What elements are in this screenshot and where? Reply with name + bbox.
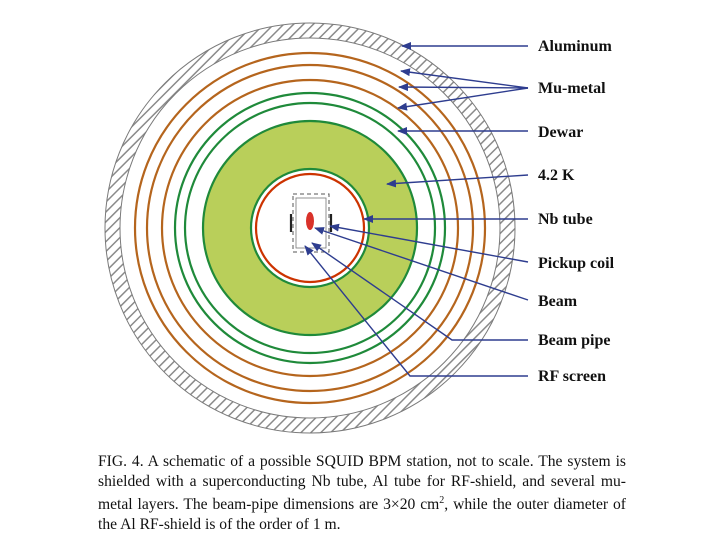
label-pickup-coil: Pickup coil <box>538 255 615 272</box>
label-aluminum: Aluminum <box>538 38 612 55</box>
dewar-ring-inner <box>183 101 437 355</box>
caption-text: A schematic of a possible SQUID BPM stat… <box>98 453 626 514</box>
arrow-4k <box>386 174 529 188</box>
caption-text-end: , while the outer diameter of the Al RF-… <box>98 496 626 533</box>
mu-metal-ring-3 <box>160 78 460 378</box>
arrow-mu-metal-3 <box>397 87 529 111</box>
label-beam-pipe: Beam pipe <box>538 332 610 349</box>
label-mu-metal: Mu-metal <box>538 80 606 97</box>
mu-metal-ring-1 <box>133 51 487 405</box>
mu-metal-ring-2 <box>145 63 475 393</box>
caption-superscript: 2 <box>439 495 445 506</box>
arrow-pickup-coil <box>329 223 529 263</box>
beam-spot <box>306 212 314 230</box>
figure-caption: FIG. 4. A schematic of a possible SQUID … <box>98 452 626 534</box>
caption-fig-number: FIG. 4. <box>98 453 144 470</box>
label-4k: 4.2 K <box>538 167 575 184</box>
arrow-rf-screen <box>304 245 528 377</box>
label-beam: Beam <box>538 293 578 310</box>
arrow-mu-metal-1 <box>400 68 529 89</box>
label-rf-screen: RF screen <box>538 368 606 385</box>
label-dewar: Dewar <box>538 124 583 141</box>
arrow-beam-pipe <box>311 242 528 341</box>
arrow-beam <box>314 227 529 301</box>
dewar-ring-outer <box>173 91 447 365</box>
squid-bpm-schematic: Aluminum Mu-metal Dewar 4.2 K Nb tube Pi… <box>104 22 615 434</box>
arrow-mu-metal-2 <box>398 83 529 92</box>
label-nb-tube: Nb tube <box>538 211 593 228</box>
